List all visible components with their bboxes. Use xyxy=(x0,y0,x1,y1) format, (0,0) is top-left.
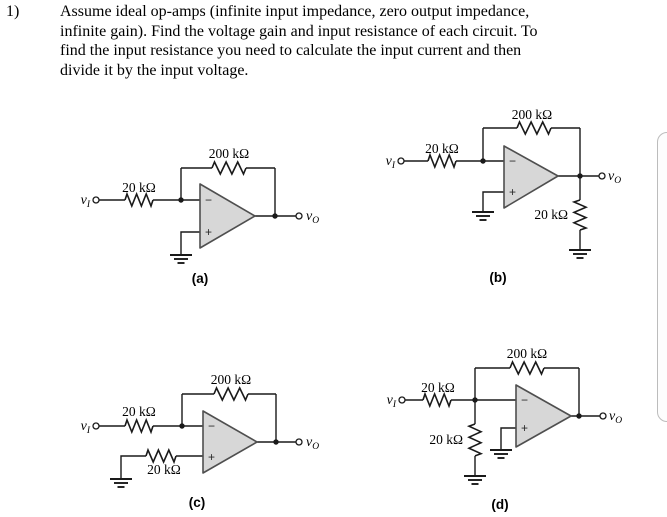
problem-line: find the input resistance you need to ca… xyxy=(60,42,522,60)
problem-statement: Assume ideal op-amps (infinite input imp… xyxy=(60,2,645,80)
output-voltage-label: vO xyxy=(306,435,319,452)
junction-node xyxy=(472,397,478,403)
opamp-triangle xyxy=(515,384,572,448)
output-terminal xyxy=(295,212,303,220)
wires xyxy=(99,167,296,255)
input-terminal xyxy=(398,396,406,404)
feedback-resistor xyxy=(211,160,247,176)
feedback-wire xyxy=(180,167,276,216)
input-voltage-label: vI xyxy=(81,419,91,436)
opamp-triangle xyxy=(202,410,258,474)
feedback-resistor-label: 200 kΩ xyxy=(209,146,249,161)
input-resistor xyxy=(427,152,457,170)
opamp-plus-sign: + xyxy=(208,450,215,464)
ground-symbol xyxy=(490,449,512,459)
opamp-minus-sign: − xyxy=(509,154,516,168)
scrollbar-thumb[interactable] xyxy=(657,132,667,422)
shunt-resistor-label: 20 kΩ xyxy=(429,432,463,447)
junction-node xyxy=(576,413,582,419)
input-resistor-label: 20 kΩ xyxy=(122,180,156,195)
junction-node xyxy=(273,439,279,445)
feedback-resistor xyxy=(213,386,249,402)
input-resistor xyxy=(124,417,154,435)
circuit-a-diagram: − + 200 kΩ 20 kΩ vI vO (a) xyxy=(81,146,320,286)
ground-symbol xyxy=(569,249,591,259)
noninverting-resistor-label: 20 kΩ xyxy=(147,462,181,477)
noninverting-ground-wire xyxy=(482,191,504,212)
ground-symbol xyxy=(464,475,486,485)
input-resistor-label: 20 kΩ xyxy=(425,141,459,156)
output-terminal xyxy=(598,172,606,180)
input-voltage-label: vI xyxy=(387,393,397,410)
output-terminal xyxy=(295,438,303,446)
input-resistor-label: 20 kΩ xyxy=(421,380,455,395)
noninverting-ground-wire xyxy=(120,455,203,479)
problem-number: 1) xyxy=(6,3,20,20)
input-voltage-label: vI xyxy=(386,154,396,171)
input-terminal xyxy=(92,422,100,430)
wires xyxy=(404,127,599,250)
output-voltage-label: vO xyxy=(608,169,621,186)
opamp-minus-sign: − xyxy=(205,193,212,207)
input-resistor xyxy=(422,391,452,409)
circuit-letter-label: (b) xyxy=(489,270,506,285)
junction-node xyxy=(577,173,583,179)
circuit-letter-label: (c) xyxy=(189,495,206,510)
output-voltage-label: vO xyxy=(306,209,319,226)
junction-node xyxy=(179,423,185,429)
opamp-minus-sign: − xyxy=(521,393,528,407)
opamp-triangle xyxy=(503,145,559,209)
circuit-letter-label: (d) xyxy=(491,497,508,512)
opamp-plus-sign: + xyxy=(205,225,212,239)
opamp-minus-sign: − xyxy=(208,419,215,433)
ground-symbol xyxy=(170,254,192,264)
opamp-triangle xyxy=(199,183,256,249)
input-terminal xyxy=(92,196,100,204)
feedback-resistor-label: 200 kΩ xyxy=(211,372,251,387)
input-terminal xyxy=(397,157,405,165)
circuit-c-diagram: − + 200 kΩ 20 kΩ 20 kΩ vI vO (c) xyxy=(81,372,320,510)
noninverting-ground-wire xyxy=(500,427,516,450)
circuit-d-diagram: − + 200 kΩ 20 kΩ 20 kΩ vI vO (d) xyxy=(387,346,623,512)
feedback-wire xyxy=(181,393,277,442)
noninverting-resistor xyxy=(145,447,177,465)
feedback-resistor-label: 200 kΩ xyxy=(507,346,547,361)
circuit-letter-label: (a) xyxy=(192,271,209,286)
feedback-resistor-label: 200 kΩ xyxy=(512,107,552,122)
output-terminal xyxy=(599,412,607,420)
load-resistor xyxy=(571,199,589,231)
junction-node xyxy=(480,158,486,164)
junction-node xyxy=(272,213,278,219)
load-resistor-label: 20 kΩ xyxy=(534,207,568,222)
noninverting-ground-wire xyxy=(180,231,200,255)
input-resistor xyxy=(124,191,154,209)
wires xyxy=(405,367,600,476)
opamp-plus-sign: + xyxy=(521,421,528,435)
circuit-b-diagram: − + 200 kΩ 20 kΩ 20 kΩ vI vO (b) xyxy=(386,107,622,285)
feedback-resistor xyxy=(516,120,552,136)
opamp-plus-sign: + xyxy=(509,185,516,199)
shunt-resistor xyxy=(466,423,484,457)
problem-line: divide it by the input voltage. xyxy=(60,61,249,79)
junction-node xyxy=(178,197,184,203)
problem-line: Assume ideal op-amps (infinite input imp… xyxy=(60,3,530,20)
feedback-wire xyxy=(482,127,581,176)
input-resistor-label: 20 kΩ xyxy=(122,404,156,419)
feedback-resistor xyxy=(509,360,545,376)
input-voltage-label: vI xyxy=(81,193,91,210)
ground-symbol xyxy=(110,478,132,488)
output-voltage-label: vO xyxy=(609,409,622,426)
ground-symbol xyxy=(472,211,494,221)
problem-line: infinite gain). Find the voltage gain an… xyxy=(60,22,538,40)
feedback-wire xyxy=(474,367,580,416)
